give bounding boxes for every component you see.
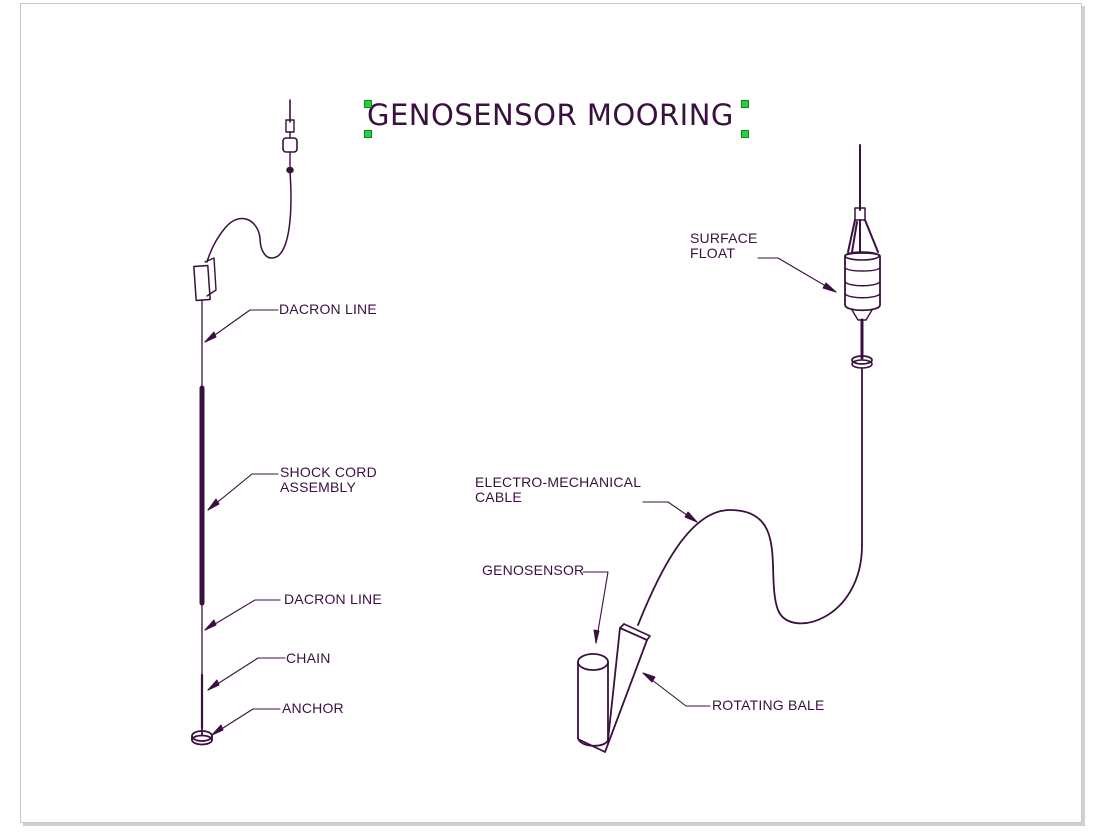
- label-surface-float-line2: FLOAT: [690, 245, 736, 261]
- line-termination: [193, 257, 217, 302]
- rotating-bale: [579, 623, 651, 753]
- drawing-sheet: [20, 3, 1082, 823]
- label-cable-line1: ELECTRO-MECHANICAL: [475, 474, 642, 490]
- dacron-line-upper-curve: [206, 171, 292, 263]
- diagram-title[interactable]: GENOSENSOR MOORING: [367, 98, 734, 132]
- label-chain: CHAIN: [286, 650, 331, 666]
- genosensor-body: [577, 653, 609, 747]
- label-surface-float-line1: SURFACE: [690, 230, 758, 246]
- float-base-plate: [851, 355, 873, 365]
- electro-mechanical-cable: [637, 367, 863, 626]
- right-leader-lines: [582, 257, 837, 707]
- label-dacron-line-bottom: DACRON LINE: [284, 591, 382, 607]
- anchor-weight: [191, 727, 213, 746]
- selection-handle-bottom-left[interactable]: [364, 130, 372, 138]
- float-bridle: [847, 219, 879, 253]
- selection-handle-bottom-right[interactable]: [741, 130, 749, 138]
- label-cable-line2: CABLE: [475, 489, 522, 505]
- surface-float-body: [844, 251, 881, 321]
- label-dacron-line-top: DACRON LINE: [279, 301, 377, 317]
- label-genosensor: GENOSENSOR: [482, 562, 585, 578]
- label-shock-cord-line1: SHOCK CORD: [280, 464, 377, 480]
- selection-handle-top-left[interactable]: [364, 100, 372, 108]
- label-anchor: ANCHOR: [282, 700, 344, 716]
- label-shock-cord-line2: ASSEMBLY: [280, 479, 357, 495]
- left-mooring-assembly: [191, 99, 298, 746]
- top-float-small: [282, 137, 298, 153]
- left-leader-lines: [204, 309, 286, 736]
- selection-handle-top-right[interactable]: [741, 100, 749, 108]
- right-mooring-assembly: [577, 144, 881, 753]
- label-rotating-bale: ROTATING BALE: [712, 697, 825, 713]
